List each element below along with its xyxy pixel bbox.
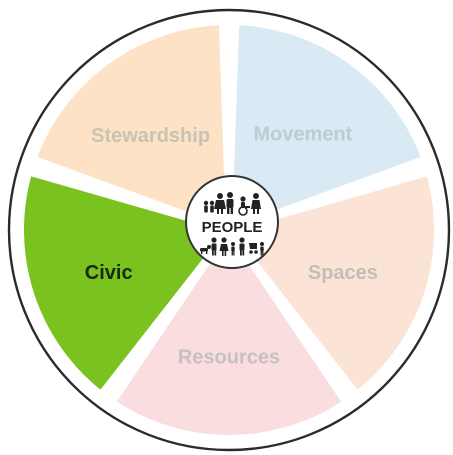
hub-label: PEOPLE (202, 219, 263, 236)
people-hub[interactable]: PEOPLE (185, 175, 279, 269)
segment-label-movement: Movement (253, 124, 352, 146)
segment-civic[interactable] (18, 169, 226, 397)
people-pictogram-bottom-icon (200, 237, 264, 256)
segment-resources[interactable] (109, 235, 349, 441)
segment-stewardship[interactable] (30, 19, 232, 230)
labels-layer: Movement Spaces Resources Civic Stewards… (85, 124, 378, 369)
segments-layer (18, 19, 440, 441)
segment-spaces[interactable] (232, 169, 440, 397)
people-pictogram-icon (203, 192, 261, 216)
segment-label-resources: Resources (178, 346, 280, 368)
segment-label-civic: Civic (85, 262, 133, 284)
segment-label-spaces: Spaces (308, 262, 378, 284)
segment-label-stewardship: Stewardship (91, 125, 210, 147)
segment-movement[interactable] (226, 19, 428, 230)
